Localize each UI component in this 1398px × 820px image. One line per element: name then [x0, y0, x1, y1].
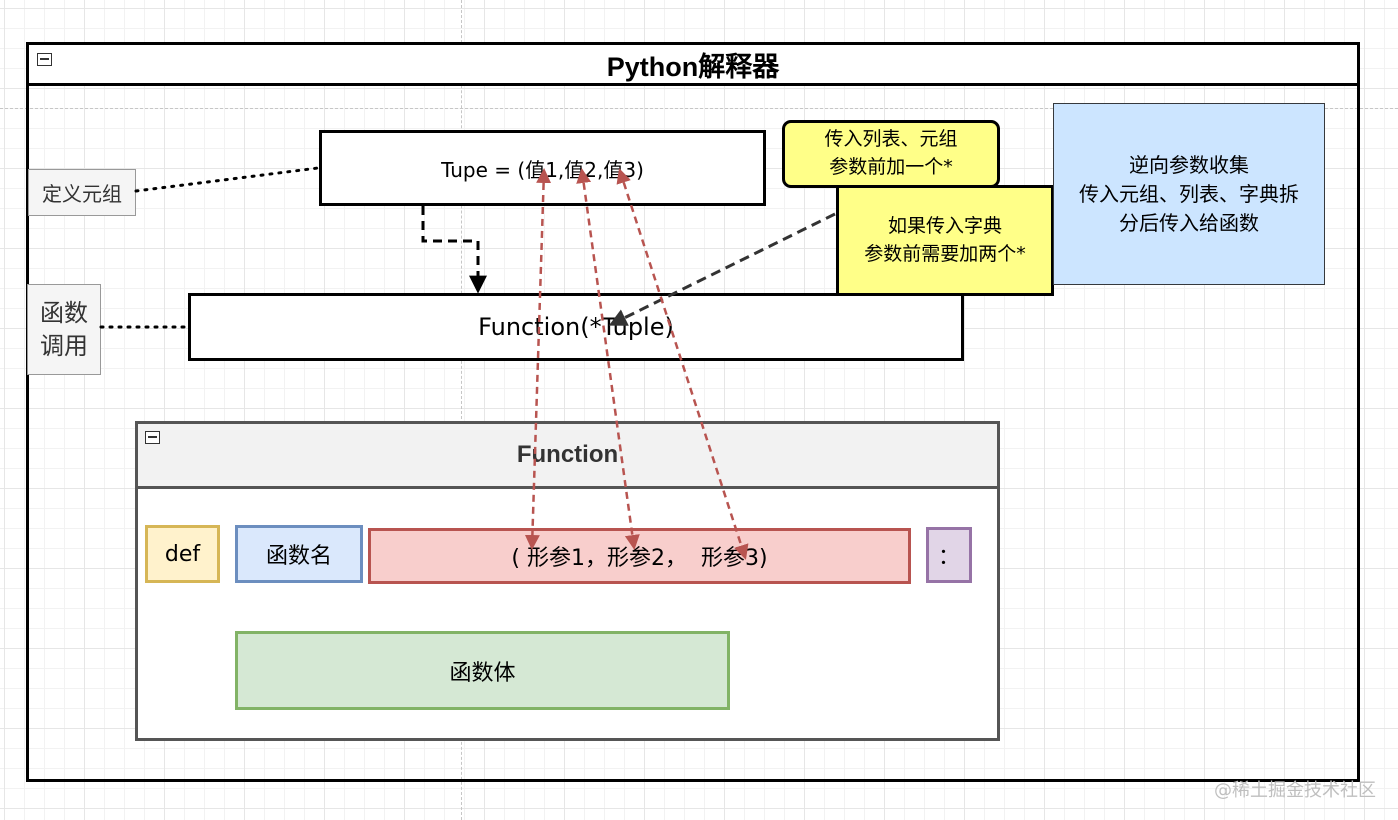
tuple-to-call-arrow [421, 206, 487, 294]
function-call-label[interactable]: 函数调用 [27, 284, 101, 375]
dict-note-text: 如果传入字典 参数前需要加两个* [864, 214, 1026, 265]
function-body-text: 函数体 [449, 660, 516, 686]
collapse-icon[interactable] [37, 53, 52, 66]
function-call-label-text: 函数调用 [40, 299, 88, 360]
reverse-collect-note[interactable]: 逆向参数收集 传入元组、列表、字典拆 分后传入给函数 [1053, 103, 1325, 285]
reverse-collect-note-text: 逆向参数收集 传入元组、列表、字典拆 分后传入给函数 [1079, 152, 1299, 235]
function-container-header: Function [135, 421, 1000, 489]
value2-param2-arrow [576, 168, 640, 550]
def-keyword-block[interactable]: def [145, 525, 220, 583]
define-tuple-label-text: 定义元组 [42, 182, 122, 206]
vertical-guide-line [461, 0, 462, 820]
python-interpreter-header: Python解释器 [26, 42, 1360, 86]
function-call-box[interactable]: Function(*Tuple) [188, 293, 964, 361]
define-tuple-label[interactable]: 定义元组 [28, 169, 136, 216]
list-tuple-note[interactable]: 传入列表、元组 参数前加一个* [782, 120, 1000, 188]
colon-block[interactable]: ： [926, 527, 972, 583]
colon-text: ： [937, 545, 960, 570]
dict-note-arrow [608, 212, 836, 326]
value1-param1-arrow [524, 168, 552, 550]
watermark: @稀土掘金技术社区 [1214, 780, 1376, 801]
function-name-text: 函数名 [265, 544, 332, 569]
function-body-block[interactable]: 函数体 [235, 631, 730, 710]
value3-param3-arrow [616, 168, 749, 560]
function-name-block[interactable]: 函数名 [235, 525, 363, 583]
python-interpreter-title: Python解释器 [606, 51, 780, 82]
collapse-icon[interactable] [145, 431, 160, 444]
horizontal-guide-line [0, 108, 1398, 109]
define-tuple-connector [134, 166, 320, 193]
def-keyword-text: def [164, 541, 201, 567]
list-tuple-note-text: 传入列表、元组 参数前加一个* [824, 128, 958, 178]
dict-note[interactable]: 如果传入字典 参数前需要加两个* [836, 185, 1054, 296]
